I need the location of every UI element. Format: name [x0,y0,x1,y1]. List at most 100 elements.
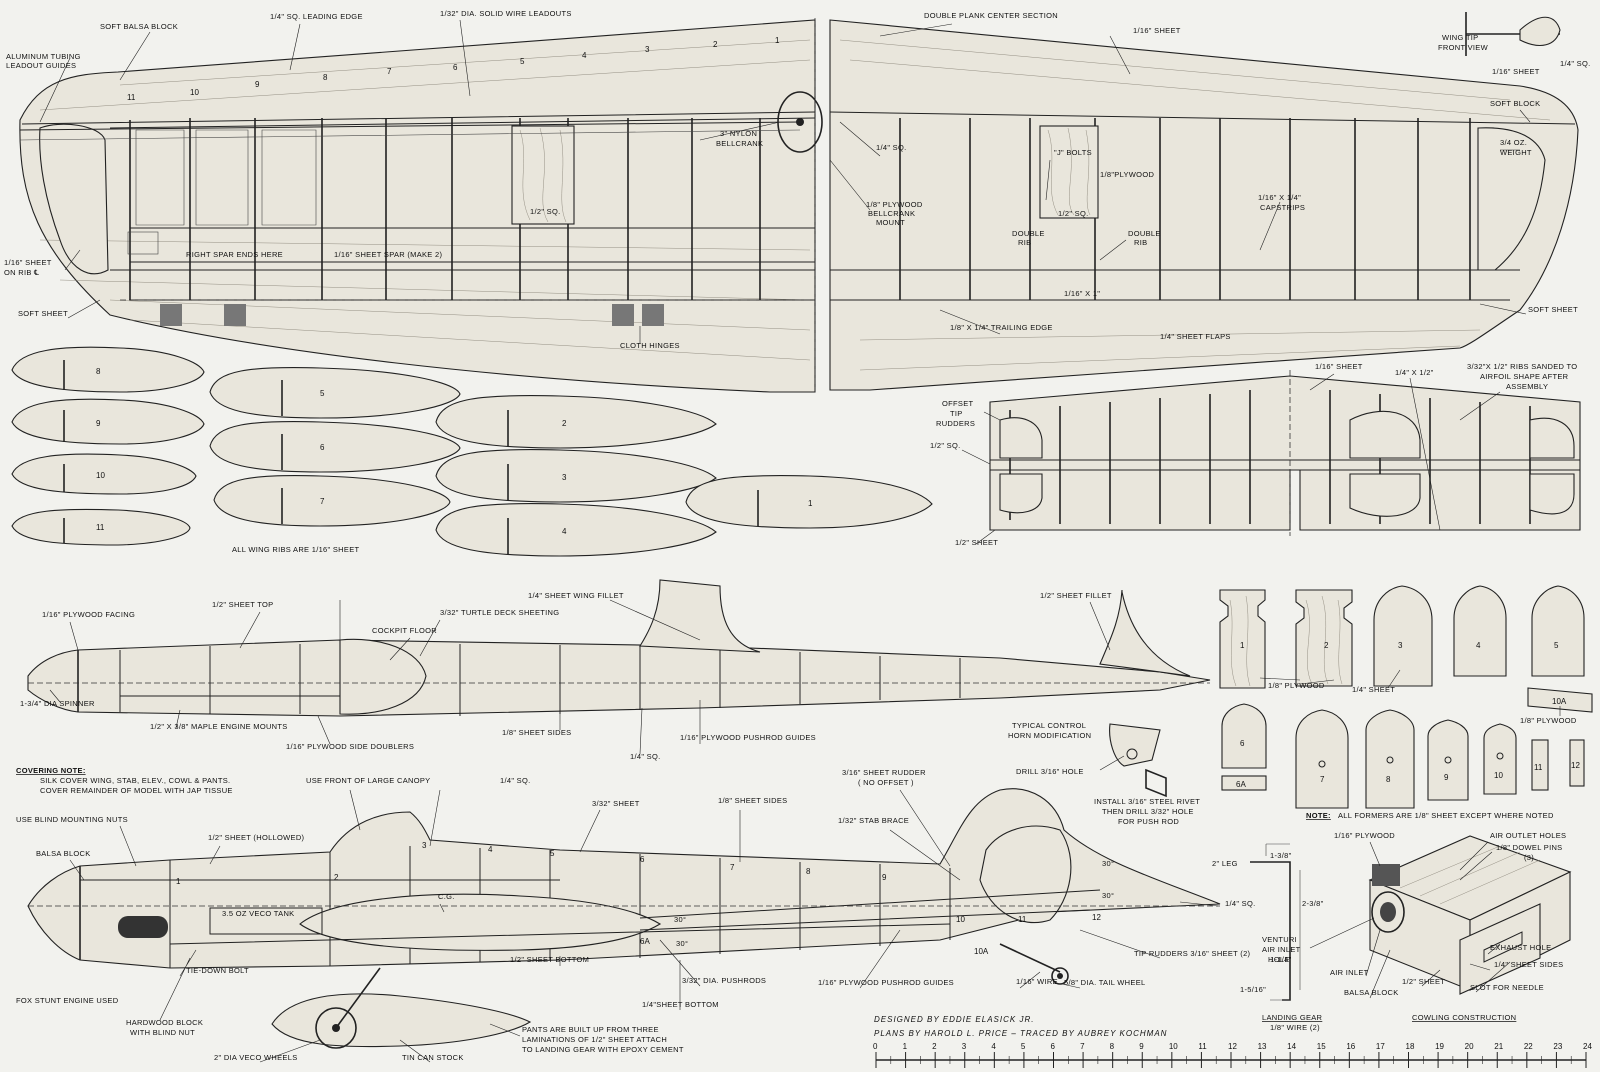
landing-gear-dim-a: 1-3/8" [1270,851,1292,860]
side-view-former-number: 6A [640,937,650,946]
side-view-label: 1/32" STAB BRACE [838,816,909,825]
wing-label: 1/16" X 1" [1064,289,1100,298]
fuselage-top-label: COCKPIT FLOOR [372,626,437,635]
stab-label: 1/16" SHEET [1315,362,1363,371]
landing-gear-detail: 2" LEG 1-3/8" 2-3/8" 1-1/4" 1-5/16" LAND… [1212,843,1324,1032]
wing-label: 1/8" PLYWOOD [866,200,923,209]
fuselage-top-label: 1/4" SHEET WING FILLET [528,591,624,600]
rib-template-5: 5 [209,367,461,419]
side-view-label: 1/2" SHEET (HOLLOWED) [208,833,305,842]
landing-gear-leg: 2" LEG [1212,859,1238,868]
side-view-label: HARDWOOD BLOCK [126,1018,203,1027]
control-horn-rivet-2: THEN DRILL 3/32" HOLE [1102,807,1194,816]
scale-tick-label: 10 [1169,1042,1178,1051]
stab-label: TIP [950,409,963,418]
side-view-label: TIN CAN STOCK [402,1053,464,1062]
side-view-label: C.G. [438,892,455,901]
scale-tick-label: 4 [991,1042,996,1051]
side-view-former-number: 1 [176,877,181,886]
former-10: 10 [1483,723,1517,795]
wing-label: SOFT SHEET [18,309,68,318]
wing-label: "J" BOLTS [1054,148,1092,157]
stab-label: 1/4" X 1/2" [1395,368,1434,377]
former-1: 1 [1219,589,1266,689]
wing-rib-number: 1 [775,36,780,45]
rib-number: 8 [96,367,101,376]
side-view-former-number: 8 [806,867,811,876]
fuselage-top-view [27,579,1211,755]
wing-label: 1/8" X 1/4" TRAILING EDGE [950,323,1053,332]
wing-label: 1/4" SQ. [876,143,907,152]
fuselage-top-label: 1/2" SHEET FILLET [1040,591,1112,600]
control-horn-drill: DRILL 3/16" HOLE [1016,767,1084,776]
stab-label: ASSEMBLY [1506,382,1548,391]
former-11: 11 [1531,739,1549,791]
former-number: 2 [1324,641,1329,650]
rib-template-4: 4 [435,503,717,557]
wing-label: 1/32" DIA. SOLID WIRE LEADOUTS [440,9,572,18]
cowling-label: SLOT FOR NEEDLE [1470,983,1544,992]
side-view-label: WITH BLIND NUT [130,1028,195,1037]
scale-tick-label: 9 [1139,1042,1144,1051]
scale-tick-label: 12 [1228,1042,1237,1051]
side-view-former-number: 5 [550,849,555,858]
scale-tick-label: 7 [1080,1042,1085,1051]
rib-number: 10 [96,471,105,480]
fuselage-top-label: 1/16" PLYWOOD PUSHROD GUIDES [680,733,816,742]
former-8: 8 [1365,709,1415,809]
landing-gear-dim-b: 2-3/8" [1302,899,1324,908]
wing-label: DOUBLE [1128,229,1161,238]
rib-template-10: 10 [11,453,197,495]
side-view-former-number: 10 [956,915,965,924]
wing-plan [19,18,1579,393]
wing-label: SOFT BALSA BLOCK [100,22,178,31]
wing-label: 1/4" SHEET FLAPS [1160,332,1231,341]
wing-tip-title-1: WING TIP [1442,33,1478,42]
side-view-label: 5/8" DIA. TAIL WHEEL [1064,978,1145,987]
wing-labels: SOFT BALSA BLOCK 1/4" SQ. LEADING EDGE 1/3… [4,9,1578,350]
scale-tick-label: 22 [1524,1042,1533,1051]
cloth-hinges [160,304,664,326]
rib-number: 7 [320,497,325,506]
fuselage-top-label: 1/2" SHEET TOP [212,600,273,609]
cowling-label: VENTURI [1262,935,1297,944]
side-view-label: 3/32" DIA. PUSHRODS [682,976,766,985]
scale-tick-label: 6 [1051,1042,1056,1051]
former-number: 8 [1386,775,1391,784]
wing-rib-number: 2 [713,40,718,49]
cowling-label: EXHAUST HOLE [1490,943,1551,952]
side-view-label: TO LANDING GEAR WITH EPOXY CEMENT [522,1045,684,1054]
former-number: 3 [1398,641,1403,650]
rib-number: 2 [562,419,567,428]
side-view-label: 1/4" SQ. [1225,899,1256,908]
wing-label: 1/4" SQ. LEADING EDGE [270,12,363,21]
rib-template-9: 9 [11,398,205,445]
rib-template-11: 11 [11,508,191,546]
wing-label: CLOTH HINGES [620,341,680,350]
scale-tick-label: 23 [1553,1042,1562,1051]
wing-label: 1/16" X 1/4" [1258,193,1301,202]
scale-tick-label: 15 [1317,1042,1326,1051]
side-view-label: 30° [676,939,688,948]
wing-label: SOFT SHEET [1528,305,1578,314]
wing-rib-number: 7 [387,67,392,76]
former-label: 1/8" PLYWOOD [1520,716,1577,725]
rib-template-3: 3 [435,449,717,503]
scale-tick-label: 14 [1287,1042,1296,1051]
side-view-label: USE FRONT OF LARGE CANOPY [306,776,430,785]
wing-label: BELLCRANK [716,139,763,148]
rib-number: 4 [562,527,567,536]
wing-tip-sheet: 1/16" SHEET [1492,67,1540,76]
rib-number: 1 [808,499,813,508]
wing-rib-number: 6 [453,63,458,72]
control-horn-rivet-3: FOR PUSH ROD [1118,817,1179,826]
former-label: 1/4" SHEET [1352,685,1395,694]
scale-tick-label: 19 [1435,1042,1444,1051]
